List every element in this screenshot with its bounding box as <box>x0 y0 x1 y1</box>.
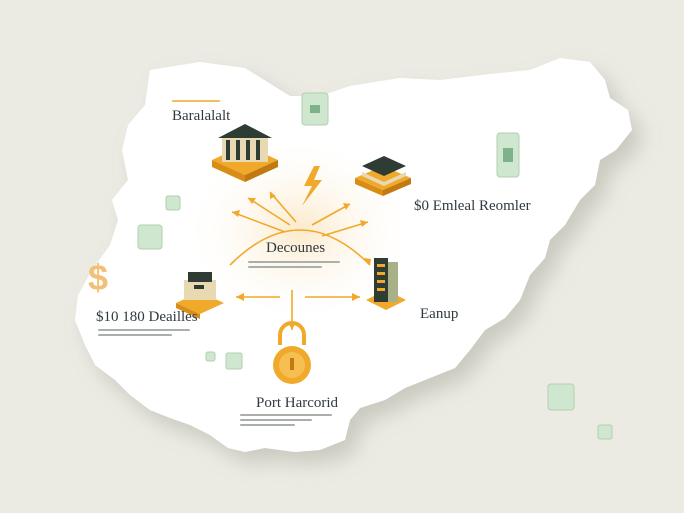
label-center: Decounes <box>266 240 326 256</box>
cube-icon <box>137 92 613 440</box>
label-west-city: $10 180 Deailles <box>96 309 198 325</box>
padlock-icon <box>273 321 311 384</box>
label-north-city: Baralalalt <box>172 108 231 124</box>
connection-lines <box>172 100 371 330</box>
lightning-icon <box>302 166 322 206</box>
label-south-city: Port Harcorid <box>256 395 339 411</box>
bank-icon <box>212 124 278 182</box>
cube-detail <box>310 105 513 162</box>
stacked-layers-icon <box>355 156 411 196</box>
south-subtext <box>240 414 332 426</box>
dollar-icon: $ <box>88 257 108 298</box>
tower-icon <box>366 258 406 310</box>
label-east-south: Eanup <box>420 306 459 322</box>
center-subtext <box>248 261 340 269</box>
west-subtext <box>98 329 190 337</box>
building-icon <box>176 272 224 319</box>
label-east-city: $0 Emleal Reomler <box>414 198 531 214</box>
